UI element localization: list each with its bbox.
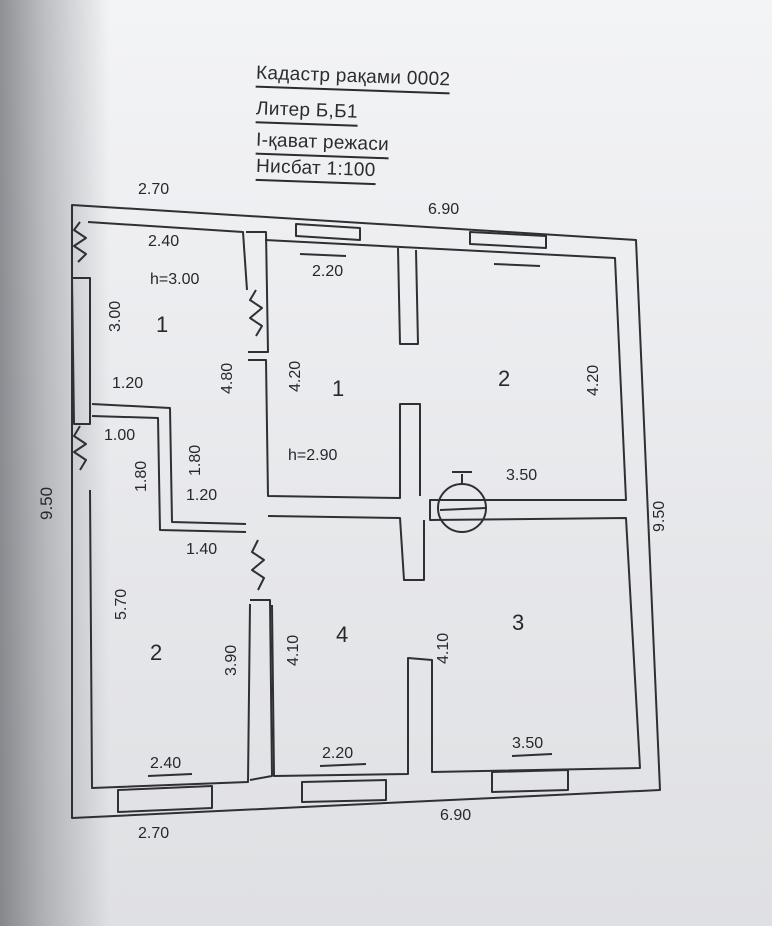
door-zigzag-left-mid: [73, 425, 87, 471]
dim-room-2-width: 3.50: [506, 467, 537, 484]
dim-room-b1-width: 2.40: [148, 233, 179, 250]
dim-bottom-left-width: 2.70: [138, 825, 169, 842]
central-wall-mid: [267, 515, 425, 581]
dim-corridor-step: 1.20: [186, 487, 217, 504]
room-number-b-4: 4: [336, 622, 348, 647]
outer-wall: [71, 204, 661, 819]
dim-room-4-height: 4.10: [285, 635, 302, 666]
central-wall-lower: [248, 359, 421, 499]
inner-wall-right-block: [264, 239, 641, 777]
door-zigzag-center-mid: [251, 539, 265, 591]
room-number-b-2: 2: [498, 366, 510, 391]
inner-wall-left-block: [87, 221, 248, 291]
dim-room-b1-ceiling: h=3.00: [150, 271, 199, 288]
central-wall-upper: [246, 231, 269, 353]
window-tick-room3: [511, 753, 553, 757]
central-wall-bottom: [249, 599, 273, 781]
dim-corridor-width-bottom: 1.00: [104, 427, 135, 444]
dim-top-right-width: 6.90: [428, 201, 459, 218]
dim-room-1-ceiling: h=2.90: [288, 447, 337, 464]
door-zigzag-left-top: [73, 221, 87, 263]
dim-corridor-tail: 1.40: [186, 541, 217, 558]
window-b1-left: [71, 277, 91, 425]
dim-room-1-height: 4.20: [287, 361, 304, 392]
partition-b1-inner: [91, 415, 247, 533]
window-tick-room4: [319, 763, 367, 767]
dim-room-b2-height: 5.70: [113, 589, 130, 620]
pier-upper: [397, 247, 419, 345]
dim-room-4-window: 2.20: [322, 745, 353, 762]
stove-fixture-bar: [439, 507, 487, 511]
dim-right-height: 9.50: [651, 501, 668, 532]
dim-wall-segment-lower: 3.90: [223, 645, 240, 676]
door-zigzag-center-top: [249, 289, 263, 337]
room-number-b1-1: 1: [156, 312, 168, 337]
dim-top-left-width: 2.70: [138, 181, 169, 198]
dim-room-3-window: 3.50: [512, 735, 543, 752]
window-b1-top: [295, 223, 361, 241]
dim-corridor-width-top: 1.20: [112, 375, 143, 392]
room-number-b-3: 3: [512, 610, 524, 635]
window-room2-top: [469, 231, 547, 249]
dim-left-height: 9.50: [37, 487, 56, 520]
dim-room-b1-height: 3.00: [107, 301, 124, 332]
window-tick-room1: [299, 253, 347, 257]
dim-room-3-height: 4.10: [435, 633, 452, 664]
dim-bottom-right-width: 6.90: [440, 807, 471, 824]
left-block-wall-lower: [89, 489, 251, 789]
dim-wall-segment-left: 4.80: [219, 363, 236, 394]
dim-room-1-width: 2.20: [312, 263, 343, 280]
window-room3-bottom: [491, 769, 569, 793]
dim-corridor-len-right: 1.80: [187, 445, 204, 476]
dim-room-b2-window: 2.40: [150, 755, 181, 772]
room-number-b-1: 1: [332, 376, 344, 401]
dim-room-2-height: 4.20: [585, 365, 602, 396]
window-tick-b2: [147, 773, 193, 777]
window-b2-bottom: [117, 785, 213, 813]
window-tick-room2: [493, 263, 541, 267]
partition-b1: [91, 403, 247, 525]
dim-corridor-len-left: 1.80: [133, 461, 150, 492]
window-room4-bottom: [301, 779, 387, 803]
room-number-b1-2: 2: [150, 640, 162, 665]
